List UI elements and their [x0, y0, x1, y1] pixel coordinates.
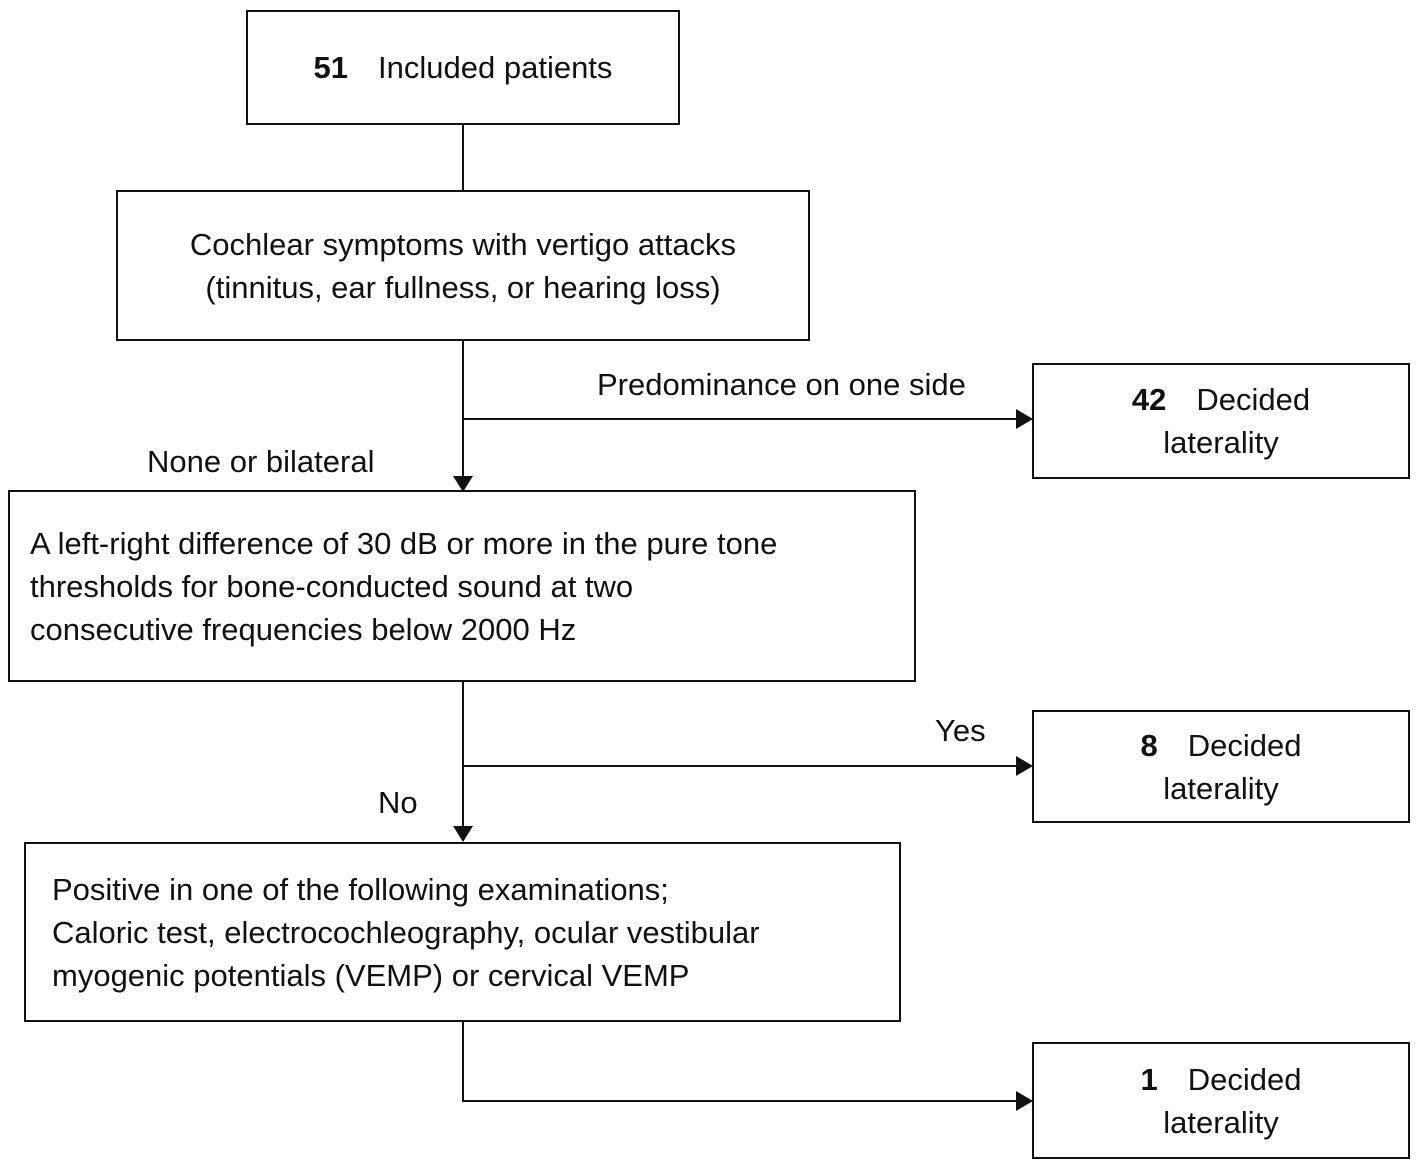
- difference-line2: thresholds for bone-conducted sound at t…: [30, 568, 634, 604]
- included-patients-box: 51 Included patients: [246, 10, 680, 125]
- decided1-text: Decided: [1196, 382, 1311, 417]
- decided3-count: 1: [1140, 1061, 1158, 1097]
- label-none-or-bilateral: None or bilateral: [147, 444, 375, 479]
- examinations-line1: Positive in one of the following examina…: [52, 871, 669, 907]
- pure-tone-difference-box: A left-right difference of 30 dB or more…: [8, 490, 916, 682]
- decided3-line2: laterality: [1163, 1104, 1279, 1140]
- label-predominance: Predominance on one side: [597, 367, 966, 402]
- decided3-line1: 1 Decided: [1141, 1058, 1302, 1101]
- decided-laterality-box-2: 8 Decided laterality: [1032, 710, 1410, 823]
- decided2-count: 8: [1140, 727, 1158, 763]
- decided1-line1: 42 Decided: [1132, 378, 1310, 421]
- examinations-line2: Caloric test, electrocochleography, ocul…: [52, 914, 760, 950]
- cochlear-line2: (tinnitus, ear fullness, or hearing loss…: [205, 269, 721, 305]
- arrowhead-decided1: [1016, 409, 1033, 429]
- examinations-line3: myogenic potentials (VEMP) or cervical V…: [52, 957, 690, 993]
- decided2-line2: laterality: [1163, 770, 1279, 806]
- arrowhead-difference-examinations: [453, 826, 473, 842]
- arrowhead-cochlear-difference: [453, 476, 473, 492]
- decided2-line1: 8 Decided: [1141, 724, 1302, 767]
- included-patients-line: 51 Included patients: [314, 46, 613, 89]
- cochlear-line1: Cochlear symptoms with vertigo attacks: [189, 226, 737, 262]
- decided-laterality-box-3: 1 Decided laterality: [1032, 1042, 1410, 1159]
- cochlear-symptoms-box: Cochlear symptoms with vertigo attacks (…: [116, 190, 810, 341]
- decided1-line2: laterality: [1163, 425, 1279, 460]
- decided2-text: Decided: [1187, 727, 1302, 763]
- arrowhead-decided2: [1016, 756, 1033, 776]
- decided-laterality-box-1: 42 Decided laterality: [1032, 363, 1410, 479]
- difference-line3: consecutive frequencies below 2000 Hz: [30, 611, 577, 647]
- difference-line1: A left-right difference of 30 dB or more…: [30, 525, 778, 561]
- included-count: 51: [313, 50, 349, 85]
- label-no: No: [378, 785, 418, 820]
- decided1-count: 42: [1131, 382, 1167, 417]
- edge-examinations-to-decided3: [462, 1021, 1016, 1102]
- included-text: Included patients: [378, 50, 613, 85]
- decided3-text: Decided: [1187, 1061, 1302, 1097]
- label-yes: Yes: [935, 713, 986, 748]
- examinations-box: Positive in one of the following examina…: [24, 842, 901, 1022]
- arrowhead-decided3: [1016, 1091, 1033, 1111]
